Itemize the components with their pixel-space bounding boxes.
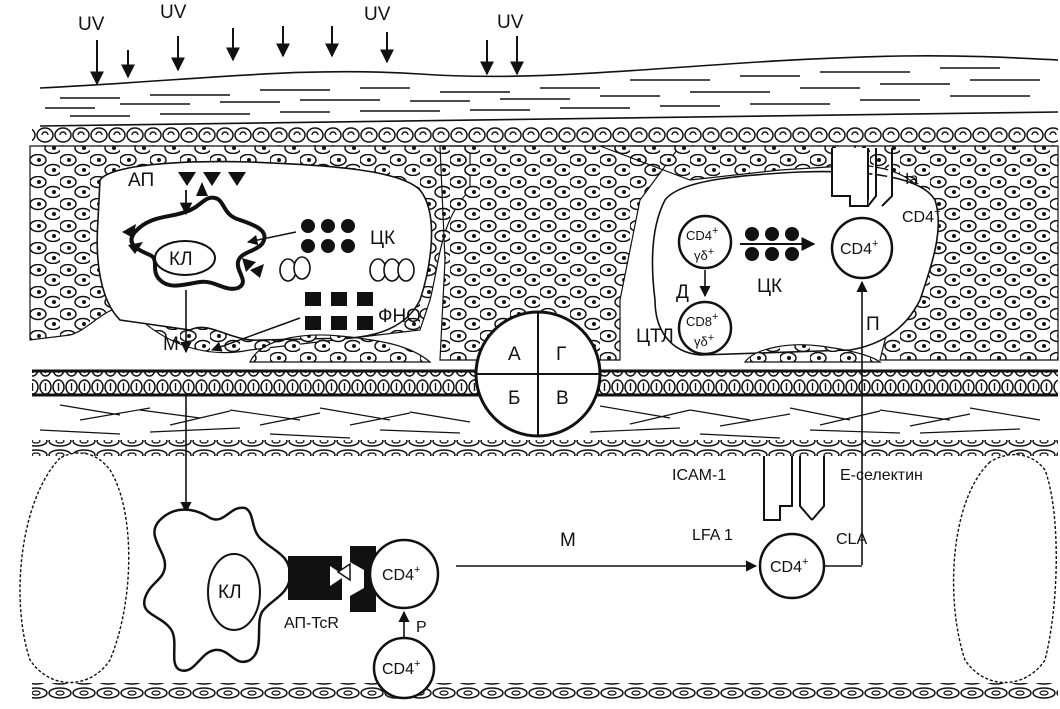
ck-label-right: ЦК [757,276,782,297]
langerhans-cell-bottom: КЛ [144,508,290,671]
cd4-cell-vessel-right: CD4+ [760,534,824,598]
ia-label: Ia [905,171,918,188]
ap-tcr-complex [288,546,376,612]
ck-label-left: ЦК [370,228,395,249]
e-selectin-label: Е-селектин [840,467,923,484]
fno-label: ФНО [378,306,421,327]
cla-label: CLA [836,531,867,548]
adhesion-receptors [764,456,824,520]
kl-label-bottom: КЛ [218,582,242,603]
m-label-top: М [163,334,179,355]
d-label: Д [676,282,689,303]
antigen-triangles [178,172,246,186]
m-label-bottom: М [560,530,576,551]
quadrant-circle: А Г Б В [476,312,600,436]
cd4-cell-epidermis: CD4+ [832,218,892,278]
ap-tcr-label: АП-TcR [284,615,339,632]
cd4-cell-proliferating: CD4+ [374,638,434,698]
cd4-gd-cell: CD4+ γδ+ [679,216,731,268]
lfa-label: LFA 1 [692,527,733,544]
cd8-gd-cell: CD8+ γδ+ [679,302,731,354]
quadrant-a-label: А [508,344,521,365]
stratum-corneum [40,56,1058,126]
ctl-label: ЦТЛ [636,326,674,347]
uv-label-1: UV [78,14,105,35]
p-label: П [866,314,880,335]
quadrant-g-label: Г [556,344,566,365]
uv-label-4: UV [497,12,524,33]
r-label: Р [416,619,427,636]
quadrant-b-label: Б [508,388,520,409]
cd4-cell-tcr: CD4+ [370,540,438,608]
icam-label: ICAM-1 [672,467,726,484]
quadrant-v-label: В [556,388,569,409]
uv-label-2: UV [160,2,187,23]
uv-label-3: UV [364,4,391,25]
kl-label-top: КЛ [169,249,193,270]
ap-label: АП [128,170,154,191]
